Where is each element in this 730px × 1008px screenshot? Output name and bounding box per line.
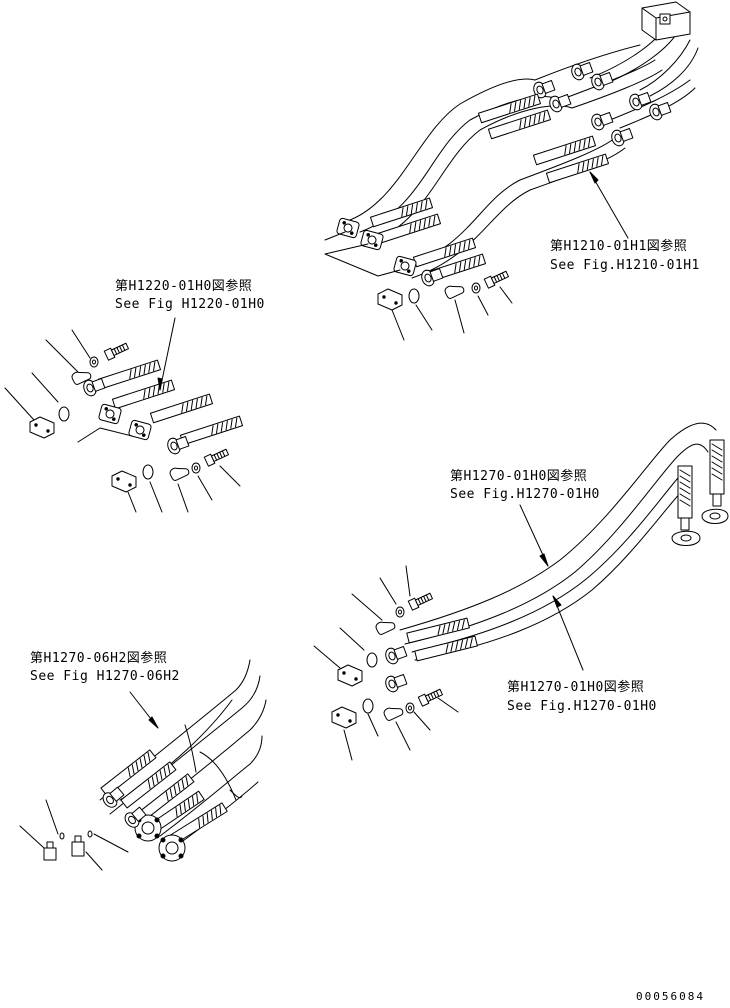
middle-left-hose-assembly [5,318,244,512]
drawing-code: 00056084 [636,990,705,1003]
ref-h1270-top-jp: 第H1270-01H0図参照 [450,469,588,484]
upper-right-hose-assembly [325,2,698,340]
ref-h1270-06-jp: 第H1270-06H2図参照 [30,651,168,666]
lower-left-hose-assembly [20,660,266,870]
ref-h1270-top-en: See Fig.H1270-01H0 [450,487,600,502]
ref-h1210-en: See Fig.H1210-01H1 [550,258,700,273]
ref-h1210-jp: 第H1210-01H1図参照 [550,239,688,254]
ref-h1270-bottom-en: See Fig.H1270-01H0 [507,699,657,714]
ref-h1220-jp: 第H1220-01H0図参照 [115,279,253,294]
right-middle-hose-assembly [314,423,728,760]
ref-h1220-en: See Fig H1220-01H0 [115,297,265,312]
ref-h1270-bottom-jp: 第H1270-01H0図参照 [507,680,645,695]
ref-h1270-06-en: See Fig H1270-06H2 [30,669,180,684]
